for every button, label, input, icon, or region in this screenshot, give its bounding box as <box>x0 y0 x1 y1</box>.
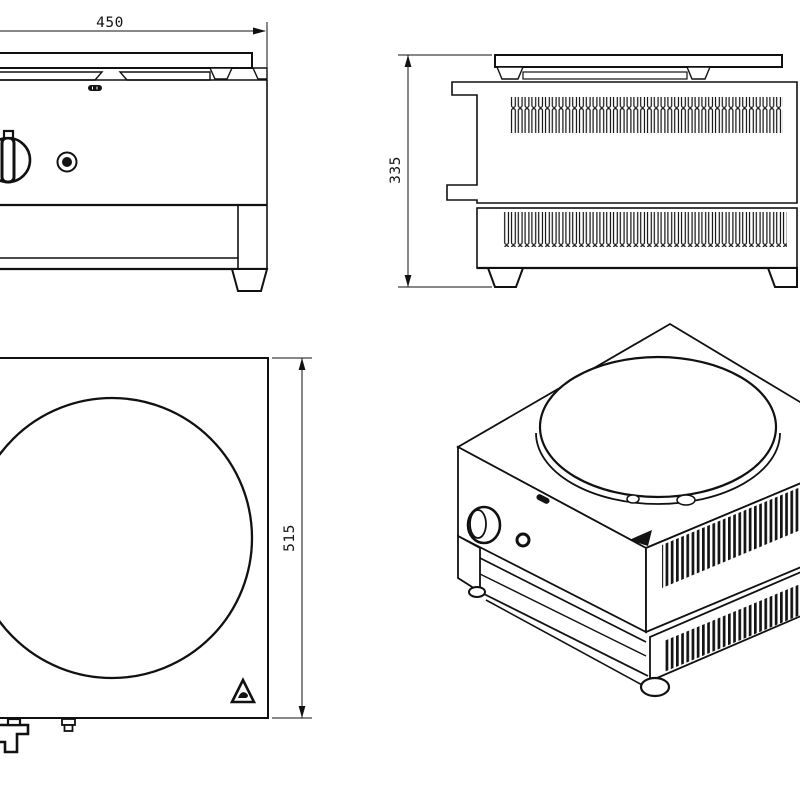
vent-slots-lower <box>503 212 787 247</box>
plate-rim <box>535 432 781 505</box>
burner-tray-right <box>118 71 211 81</box>
plate-tab-left <box>626 494 640 504</box>
top-depth-label: 515 <box>282 524 298 552</box>
plate-support-right <box>251 67 268 80</box>
side-view: 335 <box>388 54 798 288</box>
side-height-label: 335 <box>388 156 404 184</box>
front-right-foot <box>230 268 269 292</box>
igniter-button[interactable] <box>515 532 531 548</box>
rear-left-foot <box>468 586 486 598</box>
depth-dimension: 515 <box>272 357 312 719</box>
griddle-plate-side <box>494 54 783 68</box>
isometric-view <box>456 322 800 698</box>
top-view: 515 <box>0 357 312 754</box>
plate-pedestal-right <box>685 66 712 80</box>
front-louvre-vent <box>536 494 550 504</box>
vent-slats-upper <box>662 487 800 588</box>
side-foot-left <box>486 267 525 288</box>
warning-triangle-icon <box>629 530 652 546</box>
dimension-arrow-up <box>298 358 306 370</box>
vent-slats-lower <box>664 584 800 672</box>
igniter-top-profile <box>61 718 76 732</box>
control-knob[interactable] <box>466 505 502 545</box>
dimension-arrow-down <box>298 706 306 718</box>
burner-tray-left <box>0 71 104 81</box>
warning-triangle-icon <box>229 677 257 704</box>
dimension-arrow-right <box>253 27 266 35</box>
dimension-arrow-down <box>404 275 412 287</box>
front-louvre-vent <box>88 85 102 91</box>
burner-tray-side <box>522 71 688 80</box>
front-width-label: 450 <box>96 15 124 31</box>
side-foot-right <box>766 267 798 288</box>
front-foot <box>639 676 671 698</box>
control-knob-top-profile <box>0 717 30 754</box>
control-knob[interactable] <box>0 129 32 184</box>
vent-slots-upper <box>510 97 783 133</box>
dimension-arrow-up <box>404 55 412 67</box>
griddle-plate-front <box>0 52 253 69</box>
shelf-and-base-left <box>457 534 649 687</box>
plate-tab-right <box>676 494 696 506</box>
front-view: 450 <box>0 15 269 292</box>
igniter-button[interactable] <box>56 151 78 173</box>
crepe-plate <box>538 355 778 499</box>
plate-support-mid <box>208 67 234 80</box>
crepe-plate-circle <box>0 396 254 680</box>
plate-pedestal-left <box>495 66 525 80</box>
width-dimension: 450 <box>0 15 268 82</box>
height-dimension: 335 <box>388 54 492 288</box>
